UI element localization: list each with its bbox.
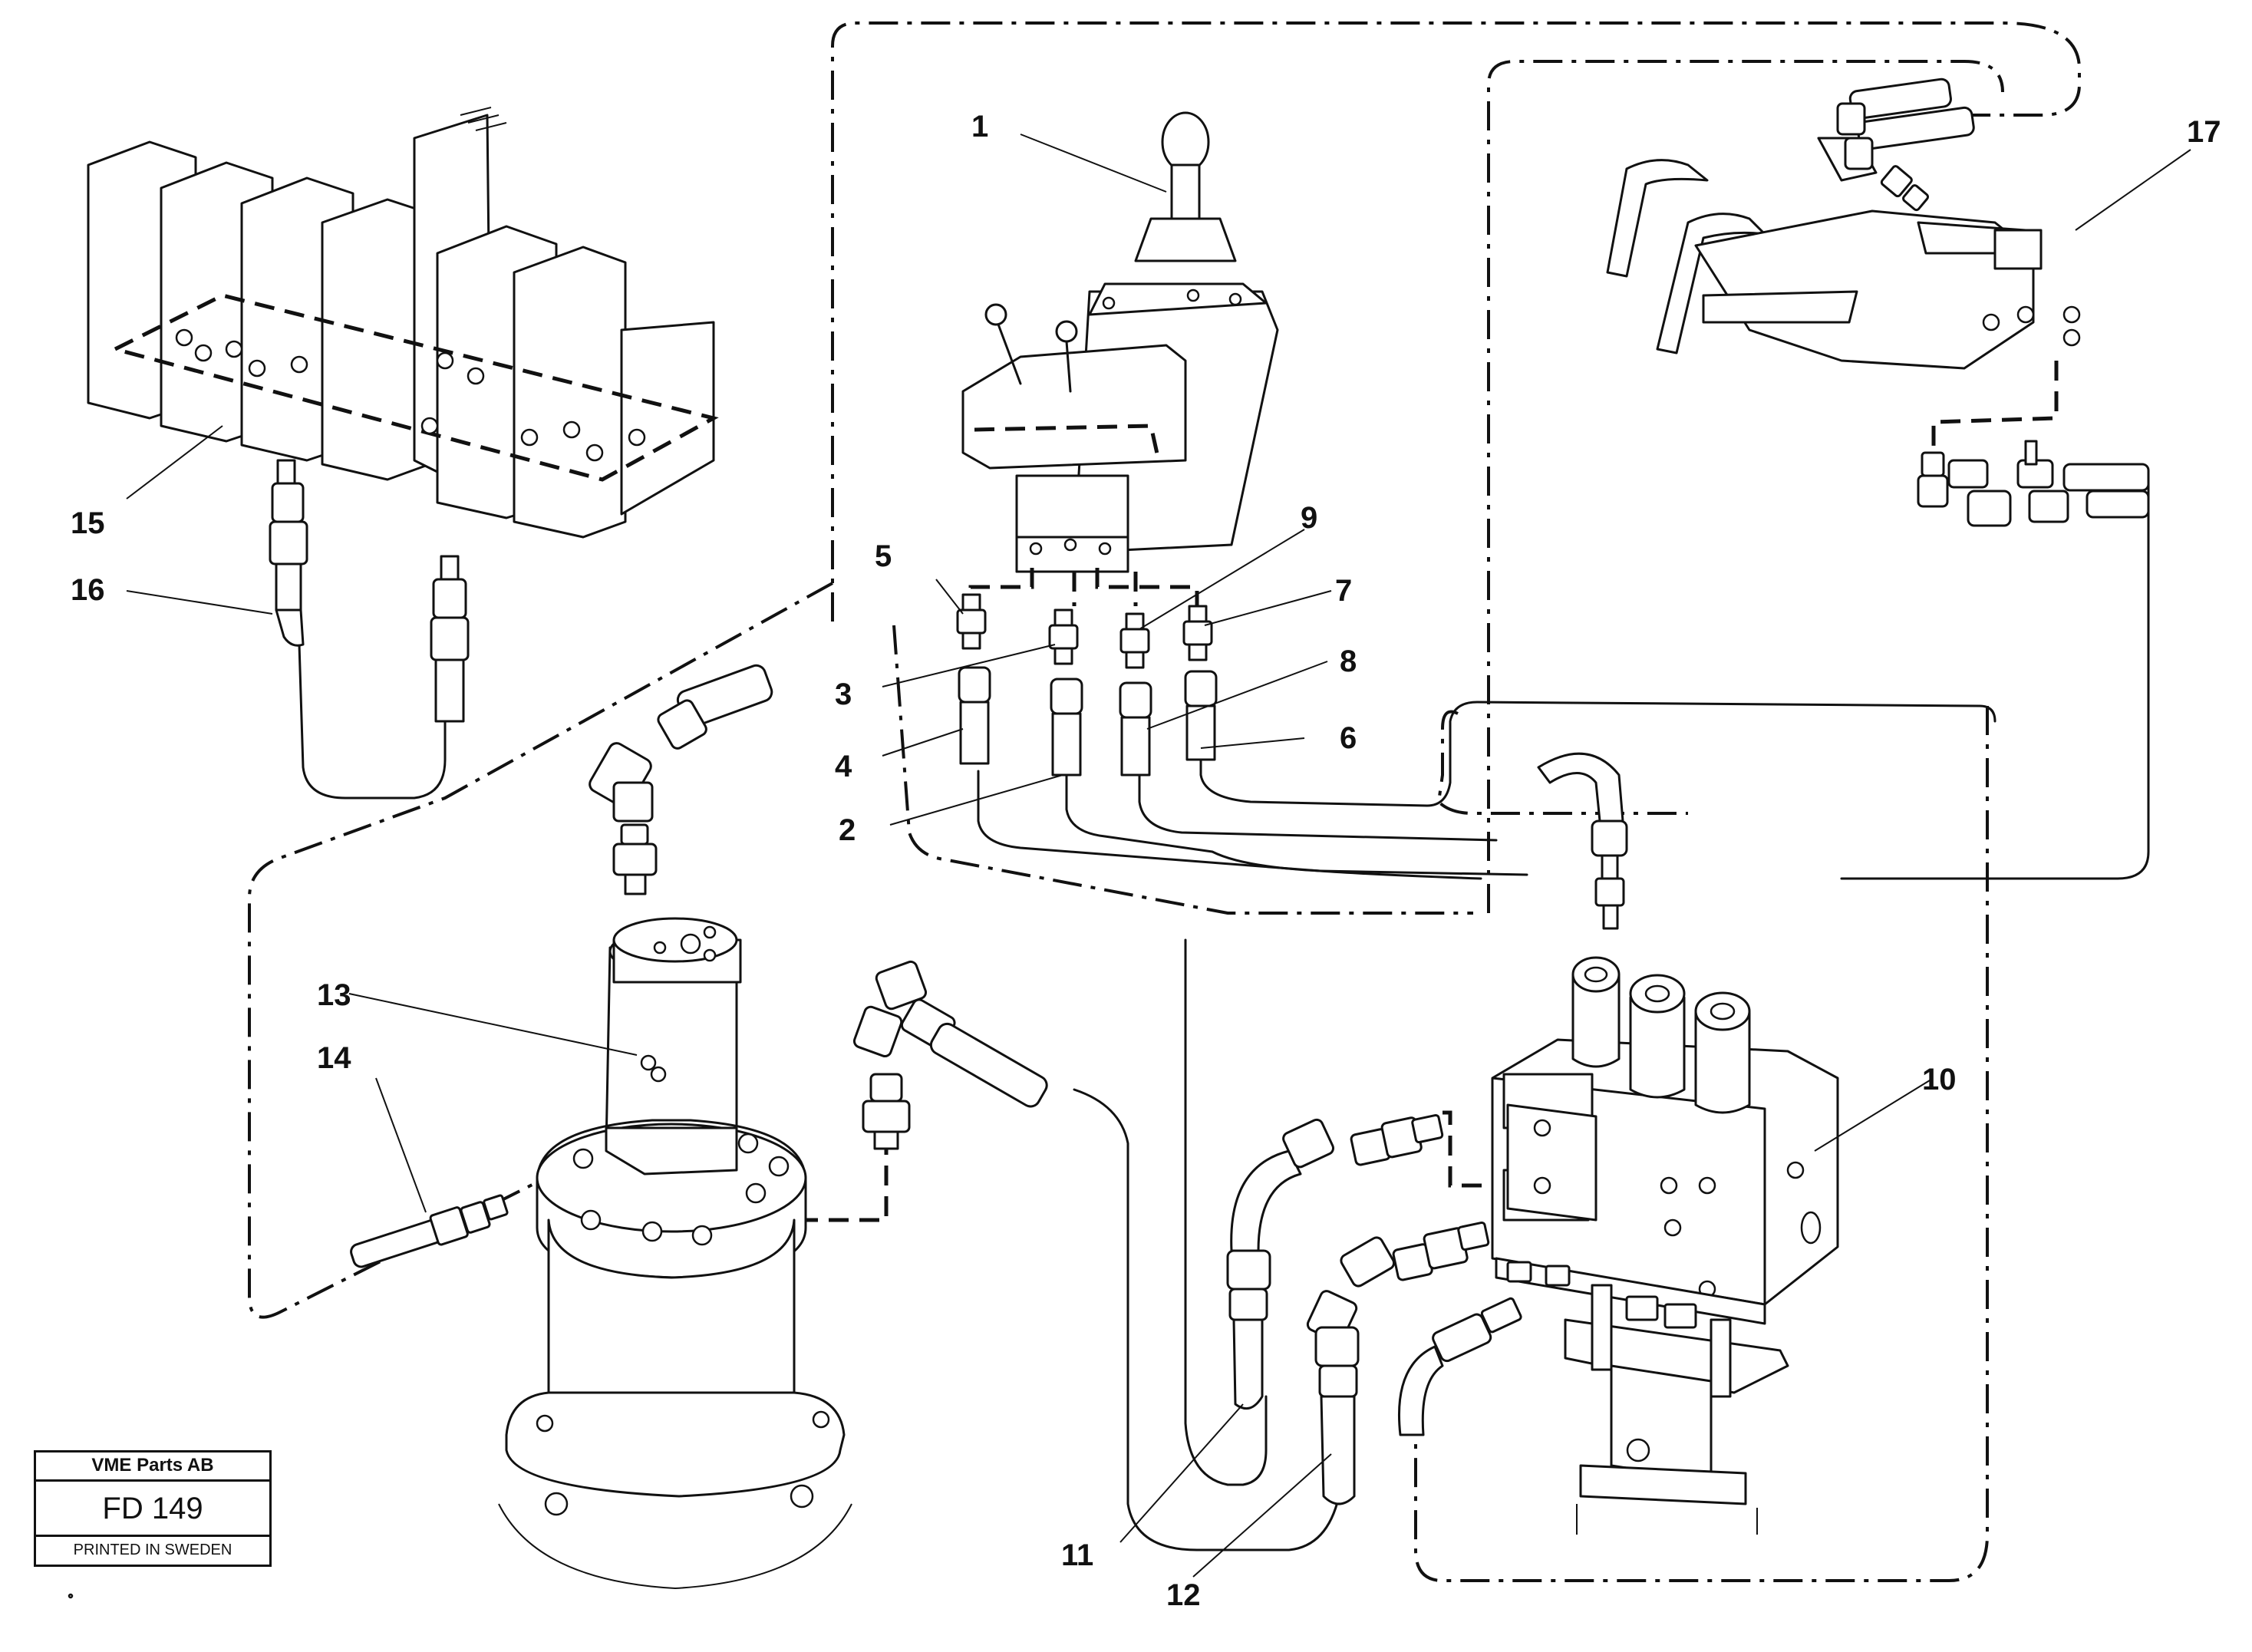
fitting-7 (1182, 605, 1213, 661)
hose-route-valve-right (1436, 710, 1688, 815)
callout-4: 4 (835, 750, 852, 783)
joystick-control-1 (961, 111, 1279, 606)
hose-6 (1184, 670, 1218, 761)
hose-16b (430, 555, 470, 723)
callout-9: 9 (1301, 501, 1317, 535)
leader-lines (126, 134, 2191, 1578)
callout-15: 15 (71, 506, 105, 540)
callout-17: 17 (2187, 115, 2221, 149)
callout-1: 1 (971, 110, 988, 143)
printed-note: PRINTED IN SWEDEN (73, 1542, 232, 1558)
fittings-row (956, 593, 1218, 777)
callout-6: 6 (1340, 721, 1357, 755)
callout-12: 12 (1166, 1578, 1201, 1612)
callout-14: 14 (317, 1041, 351, 1075)
hose-11 (1226, 1118, 1335, 1410)
fitting-3 (1048, 608, 1079, 665)
hose-pair-top (1836, 77, 1975, 212)
hose-line-2 (1065, 773, 1528, 876)
pedal-valve-17 (1606, 77, 2150, 527)
callout-11: 11 (1061, 1538, 1093, 1572)
callout-8: 8 (1340, 645, 1357, 678)
side-fittings-10 (1350, 1110, 1522, 1436)
stray-dot (68, 1593, 74, 1599)
hose-line-12 (1073, 1088, 1340, 1551)
hose-line-16 (298, 643, 447, 800)
elbow-hose-mid (852, 960, 1048, 1150)
callout-3: 3 (835, 678, 852, 711)
hose-route-valve-box (1414, 706, 1989, 1582)
valve-bank-15 (87, 107, 719, 539)
hose-line-8 (1138, 770, 1498, 842)
hose-valve-top (1537, 752, 1628, 930)
drawing-code: FD 149 (36, 1482, 269, 1537)
hose-line-6 (1199, 701, 1996, 807)
callout-13: 13 (317, 978, 351, 1012)
hose-line-4 (977, 770, 1482, 880)
callout-10: 10 (1922, 1063, 1957, 1096)
control-valve-10 (1491, 956, 1839, 1535)
fitting-5 (956, 593, 987, 650)
callout-7: 7 (1335, 574, 1352, 608)
callout-16: 16 (71, 573, 105, 607)
hose-route-right-frame (1487, 60, 2004, 913)
hose-route-upper-frame (831, 21, 2081, 622)
valve-bank-outline (109, 293, 719, 482)
swivel-13 (498, 664, 852, 1590)
callout-2: 2 (839, 813, 856, 847)
hose-12 (1306, 1236, 1396, 1505)
sensor-14 (350, 1194, 509, 1268)
callout-5: 5 (875, 539, 892, 573)
hose-2 (1050, 678, 1083, 777)
title-block: VME Parts AB FD 149 PRINTED IN SWEDEN (34, 1450, 272, 1567)
company-name: VME Parts AB (36, 1453, 269, 1482)
hose-line-11 (1184, 938, 1268, 1486)
hose-4 (958, 666, 991, 765)
hose-line-right-side (1840, 474, 2150, 880)
fittings-17-lower (1917, 440, 2150, 527)
callouts: 1 2 3 4 5 6 7 8 9 10 11 12 13 14 15 16 1… (71, 110, 2221, 1612)
hose-route-left-frame (248, 582, 833, 1319)
hose-16 (269, 459, 308, 647)
elbow-top (589, 664, 773, 895)
hose-8 (1119, 681, 1152, 777)
hose-route-center (892, 625, 1473, 915)
fitting-9 (1119, 612, 1150, 669)
